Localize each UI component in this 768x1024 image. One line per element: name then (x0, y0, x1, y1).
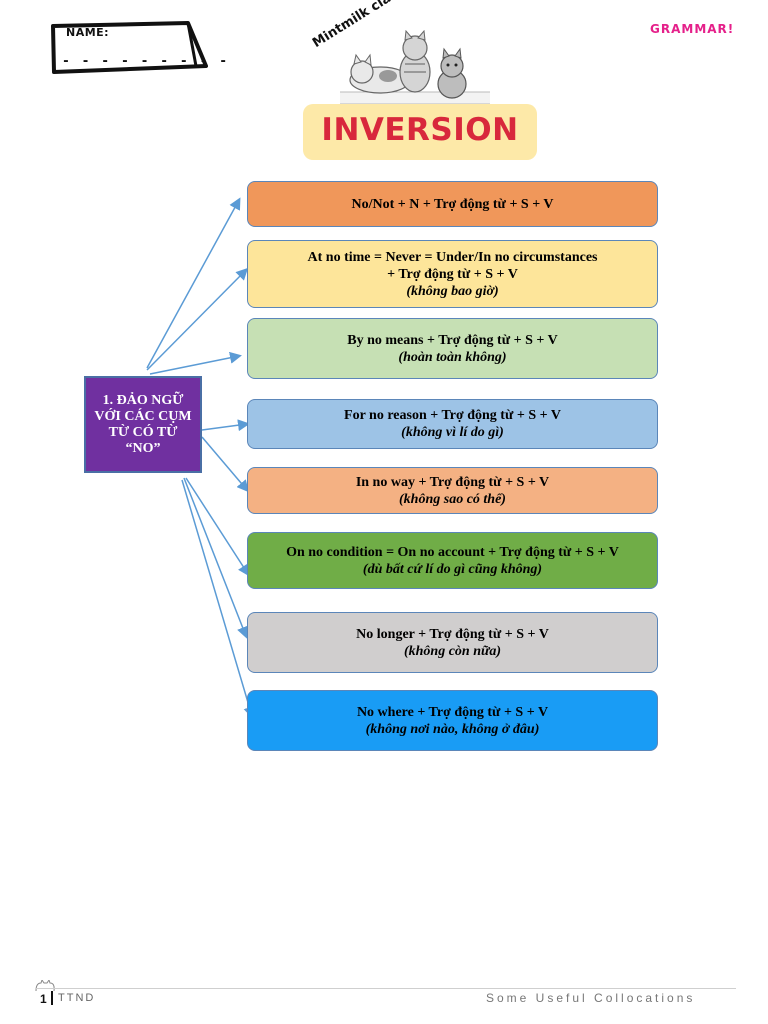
name-label: NAME: (66, 26, 110, 39)
footer-rule (36, 988, 736, 989)
branch-by-no-means: By no means + Trợ động từ + S + V (hoàn … (247, 318, 658, 379)
branch-no-longer: No longer + Trợ động từ + S + V (không c… (247, 612, 658, 673)
footer-author: TTND (58, 992, 96, 1004)
branch-meaning: (không còn nữa) (403, 643, 502, 659)
footer-section-title: Some Useful Collocations (486, 991, 696, 1005)
branch-at-no-time: At no time = Never = Under/In no circums… (247, 240, 658, 308)
page-number: 1 (40, 992, 47, 1006)
page-title: INVERSION (321, 112, 519, 148)
grammar-badge: GRAMMAR! (650, 22, 735, 36)
branch-meaning: (dù bất cứ lí do gì cũng không) (362, 561, 543, 577)
branch-meaning: (không sao có thể) (399, 491, 506, 507)
branch-meaning: (không nơi nào, không ở đâu) (365, 721, 540, 737)
branch-no-where: No where + Trợ động từ + S + V (không nơ… (247, 690, 658, 751)
title-banner (303, 104, 537, 160)
inversion-no-topic: 1. ĐẢO NGỮ VỚI CÁC CỤM TỪ CÓ TỪ “NO” (84, 376, 202, 473)
branch-meaning: (không bao giờ) (406, 283, 499, 299)
branch-meaning: (không vì lí do gì) (401, 425, 504, 440)
branch-formula: In no way + Trợ động từ + S + V (355, 474, 550, 490)
branch-in-no-way: In no way + Trợ động từ + S + V (không s… (247, 467, 658, 514)
branch-formula: For no reason + Trợ động từ + S + V (344, 408, 561, 423)
branch-formula-cont: + Trợ động từ + S + V (387, 266, 518, 282)
name-blank: - - - - - - - - - (62, 54, 230, 69)
branch-formula: By no means + Trợ động từ + S + V (347, 332, 558, 348)
branch-formula: No/Not + N + Trợ động từ + S + V (351, 196, 554, 212)
branch-meaning: (hoàn toàn không) (398, 349, 507, 365)
branch-for-no-reason: For no reason + Trợ động từ + S + V (khô… (247, 399, 658, 449)
branch-formula: On no condition = On no account + Trợ độ… (286, 544, 619, 560)
branch-on-no-condition: On no condition = On no account + Trợ độ… (247, 532, 658, 589)
branch-no-not: No/Not + N + Trợ động từ + S + V (247, 181, 658, 227)
name-tag-frame (51, 21, 208, 74)
footer-separator (51, 991, 53, 1005)
branch-formula: At no time = Never = Under/In no circums… (307, 249, 598, 265)
branch-formula: No longer + Trợ động từ + S + V (356, 626, 549, 642)
branch-formula: No where + Trợ động từ + S + V (356, 704, 549, 720)
cats-illustration (340, 30, 490, 105)
